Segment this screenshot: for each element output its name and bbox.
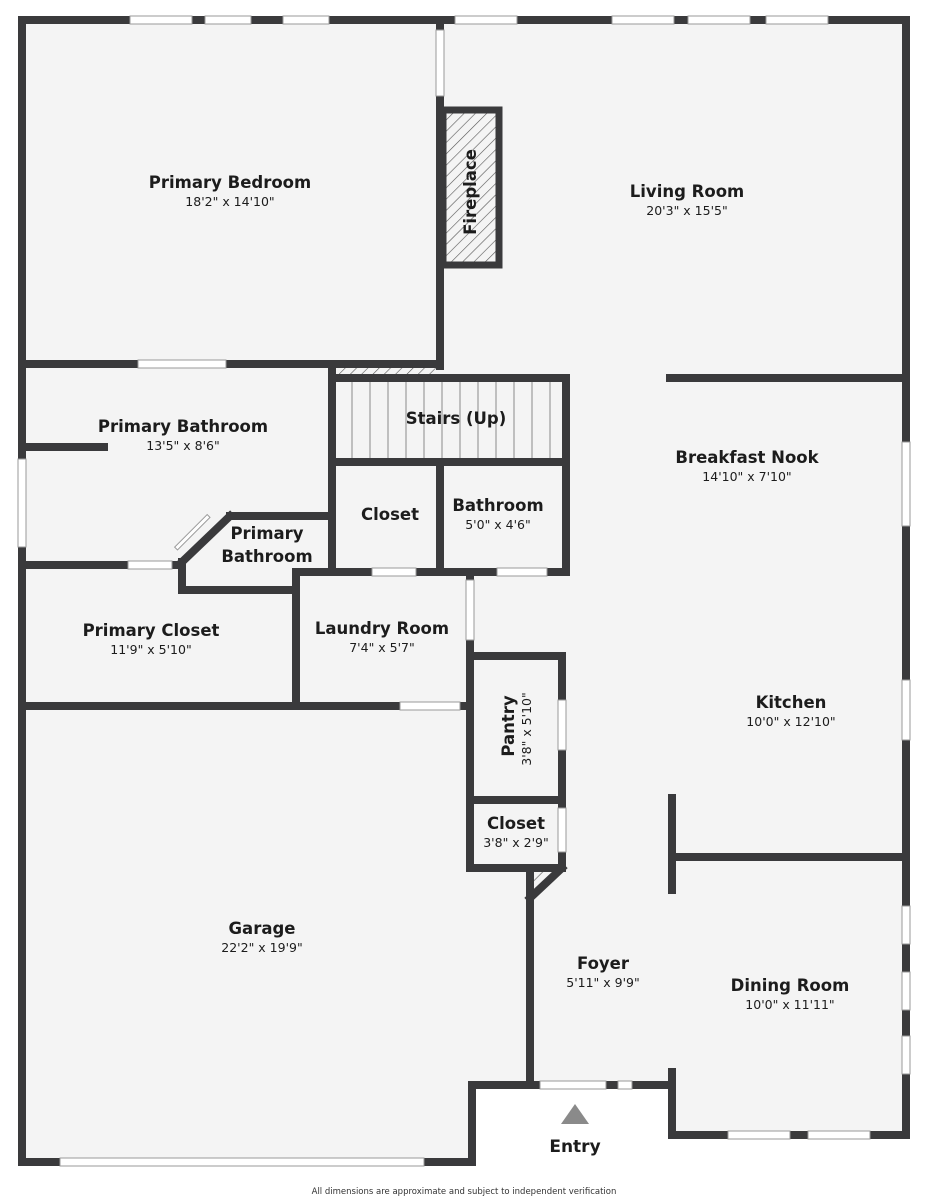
room-name: Kitchen [756,693,827,712]
room-name: Stairs (Up) [406,409,507,428]
room-name: Primary Bathroom [98,417,268,436]
room-name: Pantry [499,695,518,757]
fireplace-label: Fireplace [461,149,480,235]
entry-porch [476,1090,668,1162]
room-name: Breakfast Nook [675,448,819,467]
room-name: Bathroom [221,547,312,566]
room-dims: 7'4" x 5'7" [349,640,415,655]
room-dims: 5'11" x 9'9" [566,975,639,990]
room-dims: 14'10" x 7'10" [702,469,791,484]
room-dims: 10'0" x 11'11" [745,997,834,1012]
room-name: Laundry Room [315,619,449,638]
room-dims: 22'2" x 19'9" [221,940,302,955]
room-name: Foyer [577,954,630,973]
room-name: Closet [487,814,545,833]
room-dims: 3'8" x 2'9" [483,835,549,850]
room-dims: 20'3" x 15'5" [646,203,727,218]
room-dims: 11'9" x 5'10" [110,642,191,657]
room-dims: 3'8" x 5'10" [519,692,534,765]
fireplace-hearth [439,106,503,269]
room-name: Primary Closet [83,621,220,640]
disclaimer-text: All dimensions are approximate and subje… [312,1187,617,1197]
entry-label: Entry [549,1137,600,1157]
room-dims: 10'0" x 12'10" [746,714,835,729]
entry-arrow-icon [561,1104,589,1124]
room-dims: 13'5" x 8'6" [146,438,219,453]
room-name: Bathroom [452,496,543,515]
windows [17,15,911,1167]
room-name: Primary [230,524,303,543]
room-name: Dining Room [731,976,850,995]
room-name: Living Room [630,182,744,201]
room-dims: 5'0" x 4'6" [465,517,531,532]
room-name: Primary Bedroom [149,173,311,192]
room-dims: 18'2" x 14'10" [185,194,274,209]
floor-area [22,20,906,1162]
room-name: Garage [229,919,296,938]
room-name: Closet [361,505,419,524]
room-labels: Primary Bedroom 18'2" x 14'10" Living Ro… [83,149,850,1157]
stairs-treads [336,367,551,460]
